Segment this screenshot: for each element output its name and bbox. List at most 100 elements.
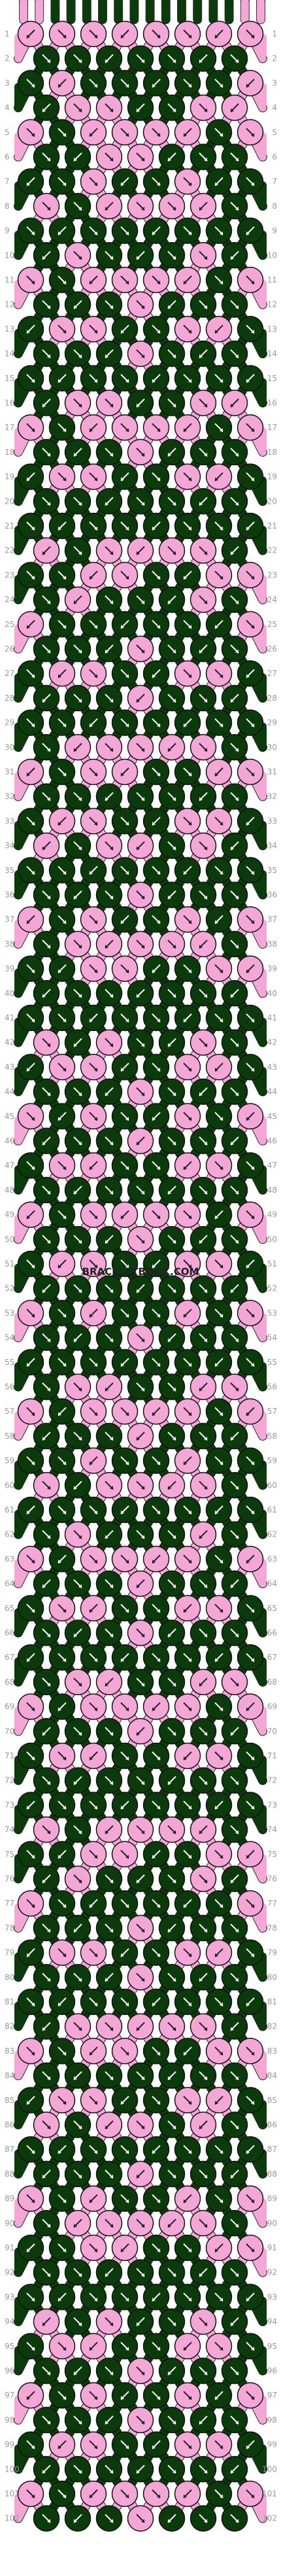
knot [237, 1496, 264, 1524]
arrow-head [31, 575, 35, 580]
knot [127, 340, 154, 367]
knot-grid [17, 20, 264, 2532]
arrow-head [94, 1854, 97, 1859]
arrow-head [110, 748, 113, 752]
knot [111, 857, 139, 884]
knot [205, 955, 233, 982]
arrow-head [215, 624, 218, 629]
knot [237, 365, 264, 392]
knot [111, 1250, 139, 1278]
knot [237, 857, 264, 884]
arrow-head [246, 527, 250, 530]
arrow-head [220, 2002, 223, 2006]
knot [205, 512, 233, 540]
arrow-head [42, 108, 46, 113]
knot [190, 144, 217, 170]
arrow-head [173, 944, 176, 949]
knot [17, 463, 44, 490]
arrow-head [231, 256, 234, 260]
arrow-head [199, 797, 203, 801]
knot [111, 955, 139, 982]
knot [142, 512, 170, 540]
knot [80, 1004, 107, 1032]
knot [205, 1004, 233, 1032]
knot [158, 390, 186, 416]
arrow-head [125, 2002, 129, 2006]
arrow-head [141, 1633, 144, 1638]
arrow-head [173, 256, 176, 260]
knot [142, 955, 170, 982]
arrow-head [157, 1067, 160, 1072]
arrow-head [74, 1633, 77, 1638]
arrow-head [94, 1116, 97, 1121]
arrow-head [152, 527, 156, 530]
knot [127, 882, 154, 908]
knot [17, 1742, 44, 1770]
knot [95, 45, 123, 72]
arrow-head [215, 920, 218, 925]
arrow-head [204, 1436, 207, 1441]
arrow-head [141, 1978, 144, 1982]
arrow-head [204, 1338, 207, 1343]
arrow-head [215, 182, 218, 187]
knot [190, 980, 217, 1007]
knot [17, 1250, 44, 1278]
knot [205, 70, 233, 97]
arrow-head [110, 994, 113, 998]
arrow-head [141, 206, 144, 211]
knot [221, 1964, 248, 1991]
arrow-head [199, 1682, 203, 1687]
knot [48, 906, 76, 933]
arrow-head [78, 2027, 82, 2031]
arrow-head [231, 403, 234, 408]
arrow-head [47, 1043, 50, 1047]
arrow-head [173, 1092, 176, 1097]
arrow-head [235, 305, 239, 309]
knot [111, 365, 139, 392]
arrow-head [78, 1830, 82, 1835]
arrow-head [220, 1313, 223, 1318]
knot [95, 1226, 123, 1253]
arrow-head [141, 895, 144, 900]
knot [127, 390, 154, 416]
knot [158, 537, 186, 564]
arrow-head [231, 1879, 234, 1884]
arrow-head [141, 502, 144, 506]
arrow-head [78, 256, 82, 260]
knot [190, 1226, 217, 1253]
arrow-head [246, 1707, 250, 1711]
arrow-head [110, 1338, 113, 1343]
knot [95, 192, 123, 220]
arrow-head [157, 1362, 160, 1367]
arrow-head [188, 1559, 191, 1564]
knot [33, 45, 60, 72]
arrow-head [110, 1190, 113, 1195]
knot [64, 2013, 91, 2040]
knot [127, 291, 154, 318]
knot [237, 1742, 264, 1770]
arrow-head [251, 1362, 254, 1367]
arrow-head [173, 1732, 176, 1736]
knot [158, 45, 186, 72]
knot [158, 1176, 186, 1204]
arrow-head [47, 157, 50, 162]
knot [80, 1496, 107, 1524]
knot [190, 1324, 217, 1351]
knot [174, 1890, 201, 1917]
arrow-head [188, 1805, 191, 1810]
arrow-head [63, 920, 66, 925]
arrow-head [235, 748, 239, 752]
knot [80, 1398, 107, 1425]
knot [33, 1226, 60, 1253]
arrow-head [204, 748, 207, 752]
arrow-head [220, 1461, 223, 1465]
knot [17, 70, 44, 97]
arrow-head [231, 1436, 234, 1441]
knot [64, 783, 91, 810]
knot [64, 1324, 91, 1351]
arrow-head [47, 502, 50, 506]
knot [80, 1988, 107, 2016]
knot [111, 119, 139, 146]
arrow-head [125, 723, 129, 728]
arrow-head [125, 1756, 129, 1760]
